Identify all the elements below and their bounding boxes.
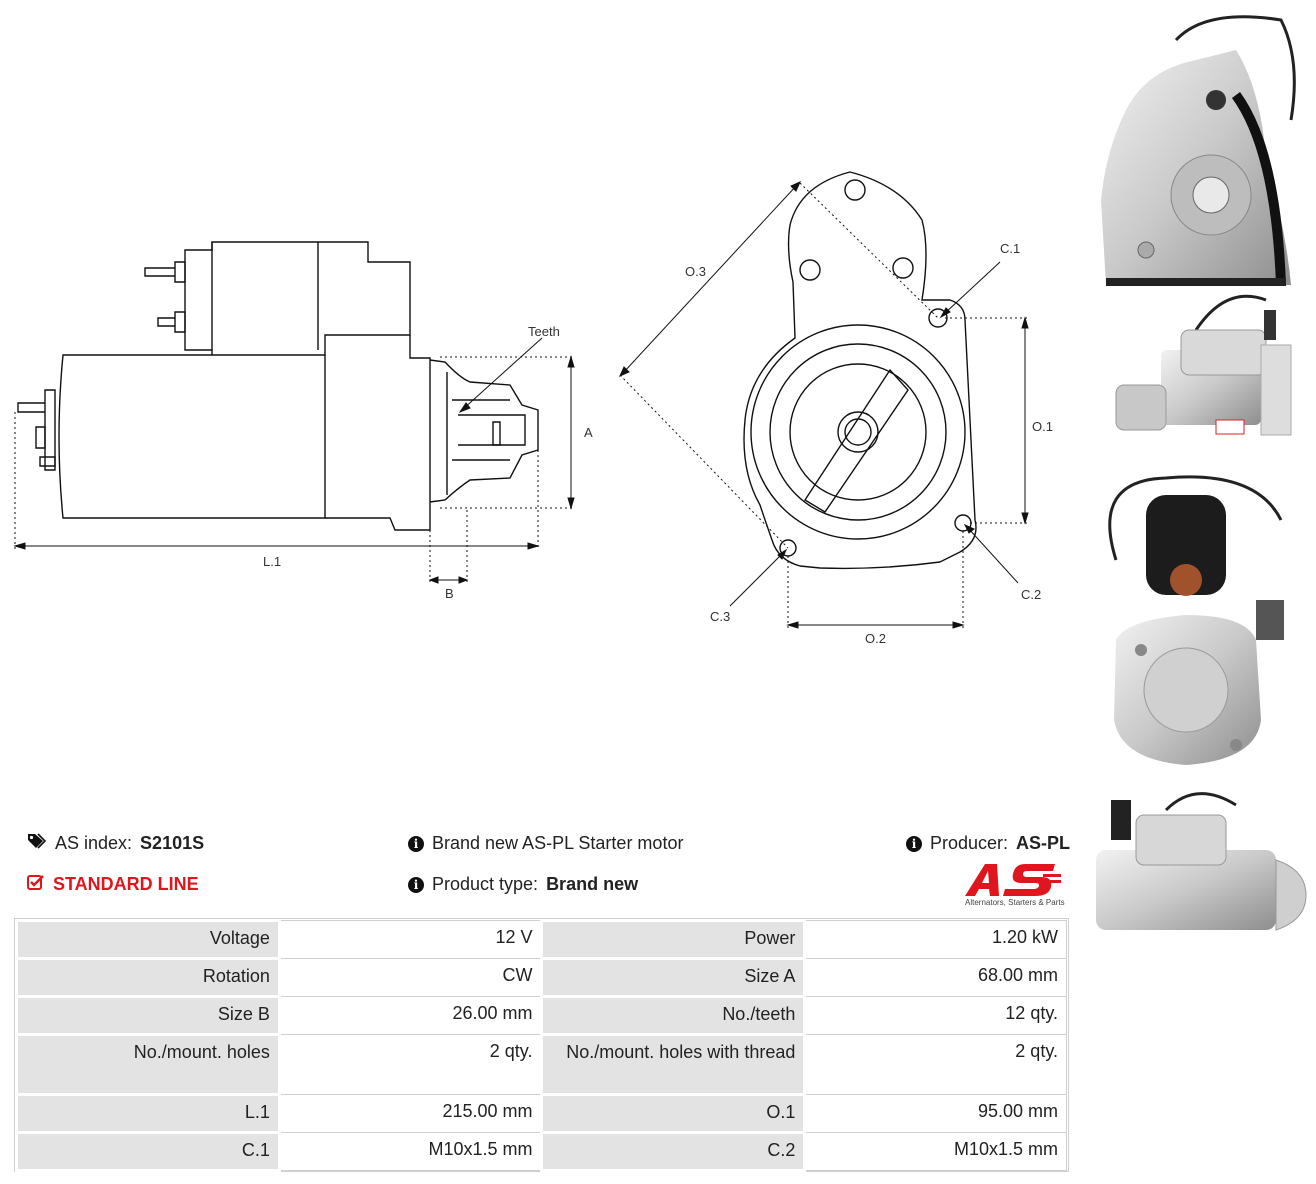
spec-key: Size A — [540, 957, 807, 998]
spec-value: M10x1.5 mm — [804, 1132, 1067, 1171]
label-teeth: Teeth — [528, 324, 560, 339]
spec-table-frame — [14, 918, 1069, 1172]
as-index-value: S2101S — [140, 833, 205, 853]
info-icon: i — [408, 835, 424, 852]
photo-front — [1101, 15, 1296, 286]
tags-icon — [27, 833, 47, 854]
spec-key: Voltage — [15, 919, 281, 960]
line-label: STANDARD LINE — [53, 874, 199, 894]
spec-value: 26.00 mm — [278, 996, 543, 1035]
photo-side-top — [1115, 294, 1292, 436]
label-c1: C.1 — [1000, 241, 1020, 256]
label-c2: C.2 — [1021, 587, 1041, 602]
label-o3: O.3 — [685, 264, 706, 279]
spec-key: Power — [540, 919, 807, 960]
spec-value: 1.20 kW — [804, 920, 1067, 959]
photo-side-bottom — [1096, 792, 1307, 931]
spec-key: O.1 — [540, 1093, 807, 1134]
product-type-label: Product type: — [432, 874, 539, 894]
label-a: A — [584, 425, 593, 440]
table-row: Size B 26.00 mm No./teeth 12 qty. — [15, 995, 1067, 1036]
spec-value: M10x1.5 mm — [278, 1132, 543, 1171]
spec-value: 2 qty. — [804, 1034, 1067, 1095]
product-photos — [1096, 15, 1307, 931]
spec-key: Size B — [15, 995, 281, 1036]
producer-value: AS-PL — [1016, 833, 1071, 853]
producer-line: i Producer: AS-PL — [906, 833, 1070, 854]
as-index-line: AS index: S2101S — [27, 833, 204, 854]
table-row: No./mount. holes 2 qty. No./mount. holes… — [15, 1033, 1067, 1096]
description-line: i Brand new AS-PL Starter motor — [408, 833, 683, 854]
check-square-icon — [27, 874, 45, 895]
as-index-label: AS index: — [55, 833, 133, 853]
as-logo-mark — [965, 864, 1061, 896]
spec-value: 68.00 mm — [804, 958, 1067, 997]
info-icon: i — [906, 835, 922, 852]
as-pl-logo: Alternators, Starters & Parts — [963, 862, 1073, 910]
line-badge: STANDARD LINE — [27, 874, 199, 895]
label-o1: O.1 — [1032, 419, 1053, 434]
table-row: Rotation CW Size A 68.00 mm — [15, 957, 1067, 998]
label-b: B — [445, 586, 454, 601]
producer-label: Producer: — [930, 833, 1009, 853]
label-l1: L.1 — [263, 554, 281, 569]
spec-key: Rotation — [15, 957, 281, 998]
spec-key: No./mount. holes — [15, 1033, 281, 1096]
product-type-value: Brand new — [546, 874, 639, 894]
spec-value: 12 V — [278, 920, 543, 959]
spec-key: No./teeth — [540, 995, 807, 1036]
photo-rear — [1108, 475, 1284, 765]
spec-value: 95.00 mm — [804, 1094, 1067, 1133]
spec-value: 12 qty. — [804, 996, 1067, 1035]
label-c3: C.3 — [710, 609, 730, 624]
spec-value: CW — [278, 958, 543, 997]
spec-table: Voltage 12 V Power 1.20 kW Rotation CW S… — [15, 919, 1067, 1172]
spec-value: 2 qty. — [278, 1034, 543, 1095]
spec-key: C.1 — [15, 1131, 281, 1172]
table-row: Voltage 12 V Power 1.20 kW — [15, 919, 1067, 960]
technical-drawing: Teeth A B L.1 O.1 O.2 O.3 C.1 C.2 C.3 — [13, 171, 1053, 646]
description-text: Brand new AS-PL Starter motor — [432, 833, 684, 853]
spec-value: 215.00 mm — [278, 1094, 543, 1133]
info-icon: i — [408, 876, 424, 893]
table-row: L.1 215.00 mm O.1 95.00 mm — [15, 1093, 1067, 1134]
product-type-line: i Product type: Brand new — [408, 874, 638, 895]
spec-key: No./mount. holes with thread — [540, 1033, 807, 1096]
label-o2: O.2 — [865, 631, 886, 646]
logo-tagline: Alternators, Starters & Parts — [965, 898, 1065, 907]
spec-key: L.1 — [15, 1093, 281, 1134]
table-row: C.1 M10x1.5 mm C.2 M10x1.5 mm — [15, 1131, 1067, 1172]
spec-key: C.2 — [540, 1131, 807, 1172]
